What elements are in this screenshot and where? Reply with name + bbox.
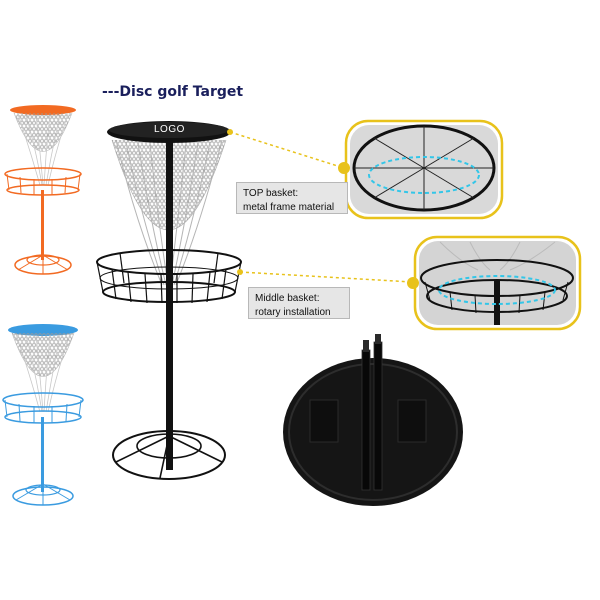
zoom-middle-basket-icon [407, 235, 582, 331]
orange-basket-icon [4, 105, 82, 275]
middle-basket-callout-desc: rotary installation [255, 307, 331, 318]
top-basket-callout-title: TOP basket: [243, 188, 299, 199]
blue-basket-icon [2, 324, 84, 506]
middle-basket-callout: Middle basket: rotary installation [248, 287, 350, 319]
basket-logo-label: LOGO [154, 124, 185, 135]
main-basket [96, 121, 242, 480]
top-basket-callout: TOP basket: metal frame material [236, 182, 348, 214]
carry-bag-icon [283, 334, 463, 506]
zoom-top-basket-icon [338, 119, 504, 220]
leader-lines [229, 131, 413, 283]
top-basket-callout-desc: metal frame material [243, 202, 335, 213]
page-title: ---Disc golf Target [102, 84, 244, 100]
middle-basket-callout-title: Middle basket: [255, 293, 320, 304]
